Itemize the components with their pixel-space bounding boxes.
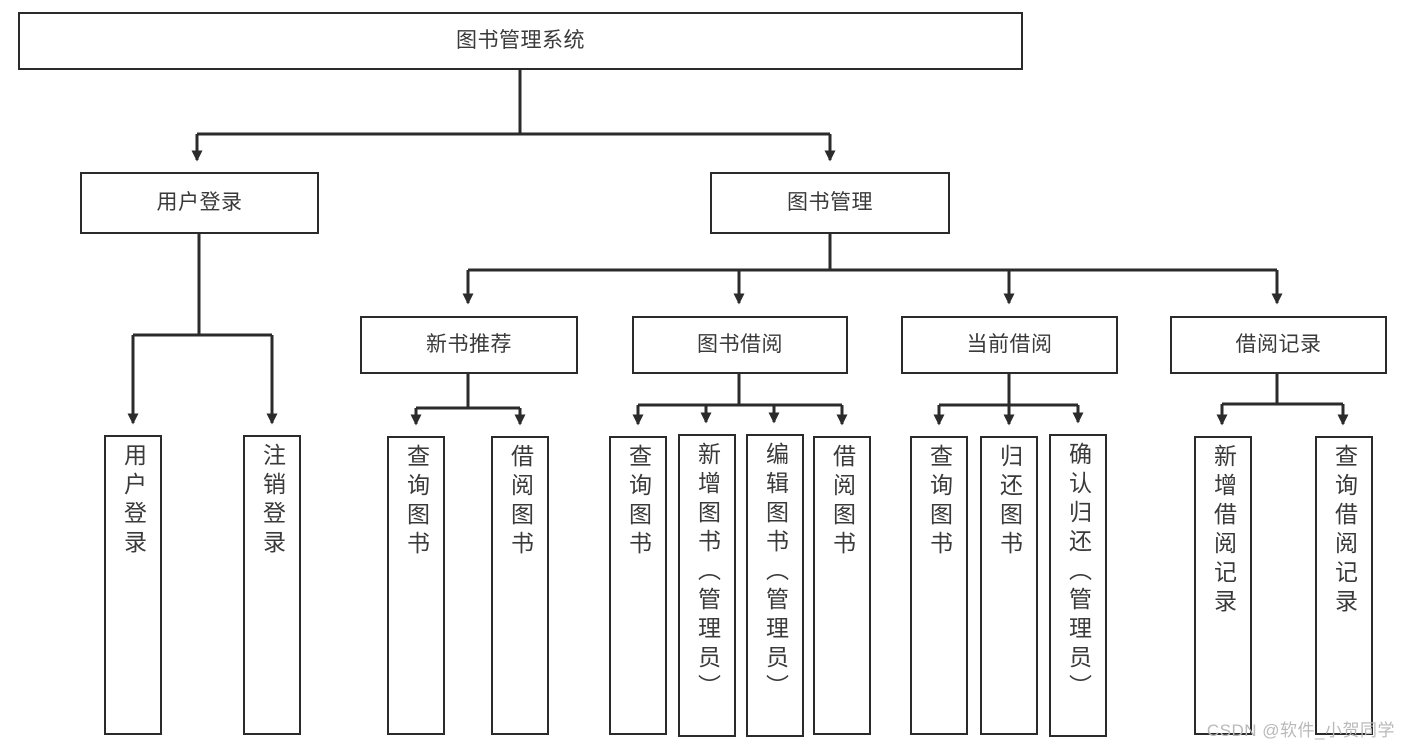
leaf-query-borrow-record[interactable]: 查询借阅记录 [1315,436,1373,735]
node-label: 用户登录 [120,443,147,559]
leaf-edit-book-admin[interactable]: 编辑图书（管理员） [746,434,804,737]
leaf-user-login[interactable]: 用户登录 [104,435,162,735]
node-label: 查询图书 [926,444,953,560]
leaf-return-book[interactable]: 归还图书 [980,436,1038,735]
leaf-borrow-book[interactable]: 借阅图书 [813,436,871,735]
node-new-book-recommendation[interactable]: 新书推荐 [360,316,578,374]
leaf-query-book-borrow[interactable]: 查询图书 [609,436,667,735]
node-label: 查询借阅记录 [1331,444,1358,618]
node-label: 注销登录 [259,443,286,559]
node-label: 借阅图书 [507,444,534,560]
node-label: 图书管理 [787,190,873,214]
leaf-logout[interactable]: 注销登录 [243,435,301,735]
node-label: 用户登录 [156,190,243,214]
node-label: 编辑图书（管理员） [762,442,789,703]
node-label: 新增图书（管理员） [694,442,721,703]
leaf-borrow-book-recommend[interactable]: 借阅图书 [491,436,549,735]
leaf-add-borrow-record[interactable]: 新增借阅记录 [1194,436,1252,735]
node-label: 查询图书 [403,444,430,560]
node-label: 归还图书 [996,444,1023,560]
node-current-borrowing[interactable]: 当前借阅 [901,316,1118,374]
node-root-book-management-system[interactable]: 图书管理系统 [18,12,1023,70]
node-label: 借阅图书 [829,444,856,560]
leaf-confirm-return-admin[interactable]: 确认归还（管理员） [1049,434,1107,737]
node-label: 图书借阅 [697,332,783,356]
node-user-login[interactable]: 用户登录 [80,172,319,234]
node-label: 确认归还（管理员） [1065,442,1092,703]
leaf-query-book-current[interactable]: 查询图书 [910,436,968,735]
leaf-query-book-recommend[interactable]: 查询图书 [387,436,445,735]
leaf-add-book-admin[interactable]: 新增图书（管理员） [678,434,736,737]
node-label: 借阅记录 [1235,332,1322,356]
node-label: 当前借阅 [966,332,1053,356]
node-book-borrowing[interactable]: 图书借阅 [632,316,848,374]
node-borrowing-records[interactable]: 借阅记录 [1170,316,1387,374]
node-label: 查询图书 [625,444,652,560]
node-book-management[interactable]: 图书管理 [710,172,950,234]
csdn-watermark: CSDN @软件_小贺同学 [1206,721,1395,740]
node-label: 图书管理系统 [456,28,585,52]
node-label: 新书推荐 [426,332,512,356]
node-label: 新增借阅记录 [1210,444,1237,618]
